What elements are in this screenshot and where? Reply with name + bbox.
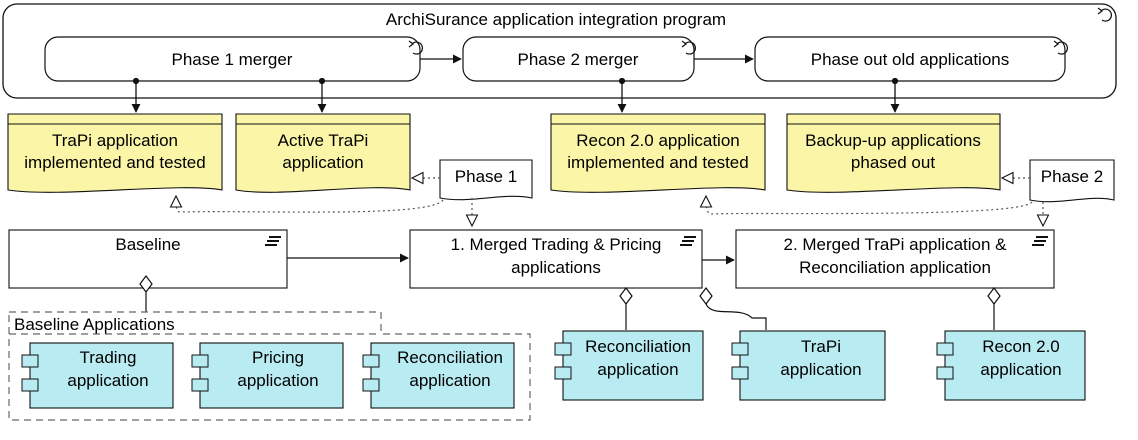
- deliverable-line1: Backup-up applications: [805, 131, 981, 150]
- component-line2: application: [237, 371, 318, 390]
- gap-phase-1: Phase 1: [439, 159, 533, 201]
- component-recon-2: Recon 2.0 application: [936, 330, 1086, 401]
- deliverable-line2: implemented and tested: [567, 153, 748, 172]
- component-icon: [362, 354, 380, 368]
- phase-out-label: Phase out old applications: [811, 50, 1009, 69]
- plateau-2-line2: Reconciliation application: [799, 258, 991, 277]
- component-line2: application: [67, 371, 148, 390]
- gap-phase-2: Phase 2: [1029, 159, 1115, 203]
- plateau-baseline: Baseline: [8, 229, 288, 289]
- plateau-icon: [1032, 236, 1048, 246]
- deliverable-recon-implemented: Recon 2.0 application implemented and te…: [550, 113, 766, 193]
- deliverable-line2: implemented and tested: [24, 153, 205, 172]
- component-icon: [554, 366, 572, 380]
- gap-phase-2-label: Phase 2: [1041, 167, 1103, 186]
- loop-icon: [408, 40, 423, 55]
- phase-1-merger: Phase 1 merger: [44, 36, 423, 82]
- loop-icon: [681, 40, 696, 55]
- deliverable-line2: application: [282, 153, 363, 172]
- component-reconciliation-plateau-1: Reconciliation application: [554, 330, 704, 401]
- component-line2: application: [780, 360, 861, 379]
- realization-arrows: [131, 77, 900, 113]
- component-trading: Trading application: [21, 342, 174, 409]
- component-icon: [936, 342, 954, 356]
- component-icon: [731, 342, 749, 356]
- component-line1: Pricing: [252, 348, 304, 367]
- plateau-baseline-label: Baseline: [115, 235, 180, 254]
- baseline-applications-label: Baseline Applications: [14, 315, 175, 334]
- component-icon: [731, 366, 749, 380]
- component-line1: Reconciliation: [397, 348, 503, 367]
- phase-out-old-applications: Phase out old applications: [754, 36, 1068, 82]
- plateau-2-line1: 2. Merged TraPi application &: [783, 235, 1007, 254]
- deliverable-line1: Active TraPi: [278, 131, 369, 150]
- loop-icon: [1053, 40, 1068, 55]
- component-icon: [554, 342, 572, 356]
- baseline-applications-group: Baseline Applications: [8, 311, 531, 421]
- component-line1: Recon 2.0: [982, 337, 1060, 356]
- plateau-merged-trapi-reconciliation: 2. Merged TraPi application & Reconcilia…: [735, 229, 1055, 289]
- component-line2: application: [597, 360, 678, 379]
- deliverable-line1: TraPi application: [52, 131, 178, 150]
- component-reconciliation-baseline: Reconciliation application: [362, 342, 515, 409]
- aggregation-links: [139, 275, 1001, 330]
- component-line1: Trading: [79, 348, 136, 367]
- component-icon: [21, 354, 39, 368]
- deliverable-trapi-implemented: TraPi application implemented and tested: [7, 113, 223, 193]
- component-line1: TraPi: [801, 337, 841, 356]
- component-icon: [191, 378, 209, 392]
- plateau-icon: [680, 236, 696, 246]
- loop-icon: [1097, 7, 1112, 22]
- component-pricing: Pricing application: [191, 342, 344, 409]
- gap-phase-1-label: Phase 1: [455, 167, 517, 186]
- component-trapi: TraPi application: [731, 330, 886, 401]
- deliverable-line2: phased out: [851, 153, 935, 172]
- plateau-1-line1: 1. Merged Trading & Pricing: [451, 235, 662, 254]
- plateau-merged-trading-pricing: 1. Merged Trading & Pricing applications: [409, 229, 703, 289]
- component-line2: application: [409, 371, 490, 390]
- deliverable-backup-phased-out: Backup-up applications phased out: [786, 113, 1001, 193]
- plateau-icon: [265, 236, 281, 246]
- phase-1-merger-label: Phase 1 merger: [172, 50, 293, 69]
- component-icon: [936, 366, 954, 380]
- program-title: ArchiSurance application integration pro…: [386, 10, 726, 29]
- deliverable-line1: Recon 2.0 application: [576, 131, 740, 150]
- component-line1: Reconciliation: [585, 337, 691, 356]
- phase-2-merger-label: Phase 2 merger: [518, 50, 639, 69]
- deliverable-active-trapi: Active TraPi application: [235, 113, 411, 193]
- component-icon: [191, 354, 209, 368]
- component-line2: application: [980, 360, 1061, 379]
- phase-2-merger: Phase 2 merger: [462, 36, 696, 82]
- gap-associations: [176, 178, 1043, 226]
- plateau-1-line2: applications: [511, 258, 601, 277]
- component-icon: [21, 378, 39, 392]
- component-icon: [362, 378, 380, 392]
